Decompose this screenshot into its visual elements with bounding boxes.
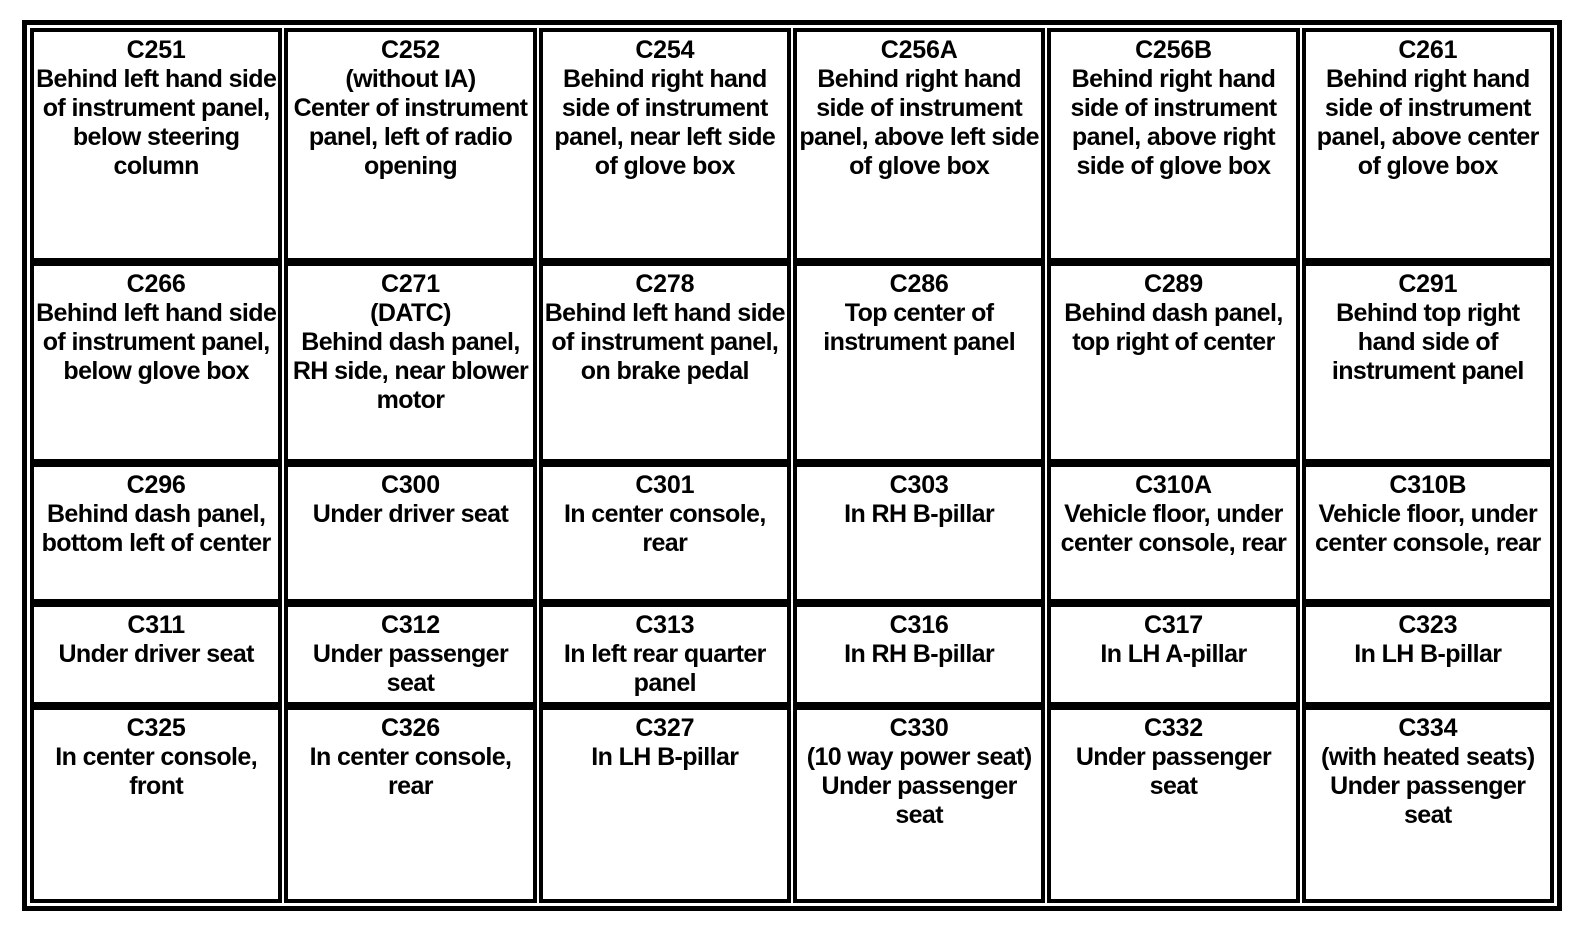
connector-description: Behind left hand side of instrument pane… [36,65,277,180]
table-row: C325 In center console, front C326 In ce… [30,706,1554,903]
table-cell: C301 In center console, rear [538,462,791,603]
connector-id: C317 [1143,610,1203,639]
table-row: C251 Behind left hand side of instrument… [30,28,1554,262]
table-cell: C313 In left rear quarter panel [538,602,791,707]
connector-id: C332 [1143,714,1203,743]
connector-id: C278 [635,269,695,298]
table-cell: C252 (without IA) Center of instrument p… [284,28,537,262]
connector-id: C251 [126,36,186,64]
connector-description: (DATC) Behind dash panel, RH side, near … [292,298,529,414]
connector-id: C334 [1398,714,1458,743]
connector-description: Vehicle floor, under center console, rea… [1314,499,1541,557]
table-cell: C303 In RH B-pillar [792,462,1046,603]
table-cell: C332 Under passenger seat [1047,706,1300,903]
connector-location-table: C251 Behind left hand side of instrument… [22,20,1562,911]
table-cell: C312 Under passenger seat [284,602,537,707]
connector-id: C271 [381,269,440,298]
connector-description: Behind right hand side of instrument pan… [1316,65,1540,180]
connector-id: C313 [635,610,695,639]
connector-id: C286 [889,269,949,298]
table-cell: C256A Behind right hand side of instrume… [792,28,1046,262]
connector-id: C252 [381,36,440,64]
connector-description: Under passenger seat [1075,743,1272,801]
table-cell: C261 Behind right hand side of instrumen… [1301,28,1554,262]
table-cell: C325 In center console, front [30,706,283,903]
table-cell: C310A Vehicle floor, under center consol… [1047,462,1300,603]
connector-id: C289 [1143,269,1203,298]
connector-description: In center console, front [55,743,258,801]
connector-id: C256B [1135,36,1212,64]
connector-description: (10 way power seat) Under passenger seat [806,743,1032,830]
connector-description: Top center of instrument panel [823,298,1016,356]
connector-description: In RH B-pillar [844,499,995,528]
table-cell: C334 (with heated seats) Under passenger… [1301,706,1554,903]
table-cell: C278 Behind left hand side of instrument… [538,261,791,463]
table-cell: C317 In LH A-pillar [1047,602,1300,707]
connector-description: Behind left hand side of instrument pane… [544,298,786,385]
table-row: C311 Under driver seat C312 Under passen… [30,602,1554,707]
connector-id: C323 [1398,610,1458,639]
table-cell: C289 Behind dash panel, top right of cen… [1047,261,1300,463]
table-cell: C311 Under driver seat [30,602,283,707]
table-cell: C300 Under driver seat [284,462,537,603]
connector-id: C261 [1398,36,1458,64]
connector-id: C310A [1135,470,1212,499]
table-cell: C266 Behind left hand side of instrument… [30,261,283,463]
connector-description: Under passenger seat [312,639,509,697]
table-grid: C251 Behind left hand side of instrument… [30,28,1554,903]
table-row: C296 Behind dash panel, bottom left of c… [30,462,1554,603]
table-row: C266 Behind left hand side of instrument… [30,261,1554,463]
table-cell: C256B Behind right hand side of instrume… [1047,28,1300,262]
connector-description: Under driver seat [58,639,254,668]
connector-description: Behind right hand side of instrument pan… [1070,65,1277,180]
connector-description: In left rear quarter panel [563,639,767,697]
connector-id: C266 [126,269,186,298]
connector-id: C325 [126,714,186,743]
connector-id: C291 [1398,269,1458,298]
connector-description: Behind dash panel, bottom left of center [41,499,272,557]
connector-description: In LH A-pillar [1100,639,1247,668]
connector-description: In LH B-pillar [1354,639,1502,668]
connector-description: Behind right hand side of instrument pan… [799,65,1039,180]
connector-id: C330 [889,714,949,743]
table-cell: C327 In LH B-pillar [538,706,791,903]
connector-id: C311 [127,610,185,639]
connector-description: Under driver seat [312,499,509,528]
connector-description: Behind left hand side of instrument pane… [36,298,277,385]
connector-description: In center console, rear [309,743,512,801]
connector-description: (with heated seats) Under passenger seat [1320,743,1535,830]
table-cell: C271 (DATC) Behind dash panel, RH side, … [284,261,537,463]
connector-description: In RH B-pillar [844,639,995,668]
table-cell: C323 In LH B-pillar [1301,602,1554,707]
connector-id: C296 [126,470,186,499]
table-cell: C316 In RH B-pillar [792,602,1046,707]
connector-description: Behind top right hand side of instrument… [1331,298,1524,385]
table-cell: C310B Vehicle floor, under center consol… [1301,462,1554,603]
table-cell: C326 In center console, rear [284,706,537,903]
connector-id: C316 [889,610,949,639]
connector-description: Vehicle floor, under center console, rea… [1060,499,1287,557]
connector-description: In LH B-pillar [591,743,739,772]
connector-id: C310B [1389,470,1467,499]
table-cell: C254 Behind right hand side of instrumen… [538,28,791,262]
connector-id: C326 [381,714,440,743]
connector-id: C303 [889,470,949,499]
connector-id: C300 [381,470,440,499]
connector-id: C312 [381,610,440,639]
connector-description: Behind right hand side of instrument pan… [554,65,776,180]
table-cell: C330 (10 way power seat) Under passenger… [792,706,1046,903]
connector-description: (without IA) Center of instrument panel,… [293,65,528,180]
table-cell: C291 Behind top right hand side of instr… [1301,261,1554,463]
table-cell: C286 Top center of instrument panel [792,261,1046,463]
connector-description: In center console, rear [563,499,766,557]
connector-id: C256A [880,36,958,64]
connector-id: C327 [635,714,695,743]
table-cell: C251 Behind left hand side of instrument… [30,28,283,262]
connector-id: C301 [635,470,695,499]
connector-description: Behind dash panel, top right of center [1064,298,1283,356]
table-cell: C296 Behind dash panel, bottom left of c… [30,462,283,603]
connector-id: C254 [635,36,695,64]
